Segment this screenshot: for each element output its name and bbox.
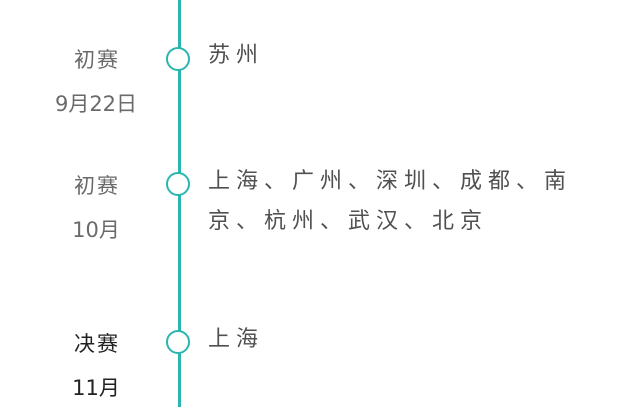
- event-3-cities: 上海: [208, 327, 265, 352]
- event-2-date: 10月: [72, 218, 120, 242]
- event-3-stage: 决赛: [74, 332, 120, 356]
- timeline-line: [178, 0, 181, 407]
- event-1-date: 9月22日: [54, 92, 138, 116]
- event-2-node-icon: [166, 172, 190, 196]
- event-1-node-icon: [166, 47, 190, 71]
- event-3-node-icon: [166, 330, 190, 354]
- event-1-stage: 初赛: [74, 48, 120, 72]
- event-3-date: 11月: [72, 376, 120, 400]
- event-2-stage: 初赛: [74, 174, 120, 198]
- event-1-cities: 苏州: [208, 43, 265, 68]
- event-2-cities: 上海、广州、深圳、成都、南京、杭州、武汉、北京: [208, 169, 573, 234]
